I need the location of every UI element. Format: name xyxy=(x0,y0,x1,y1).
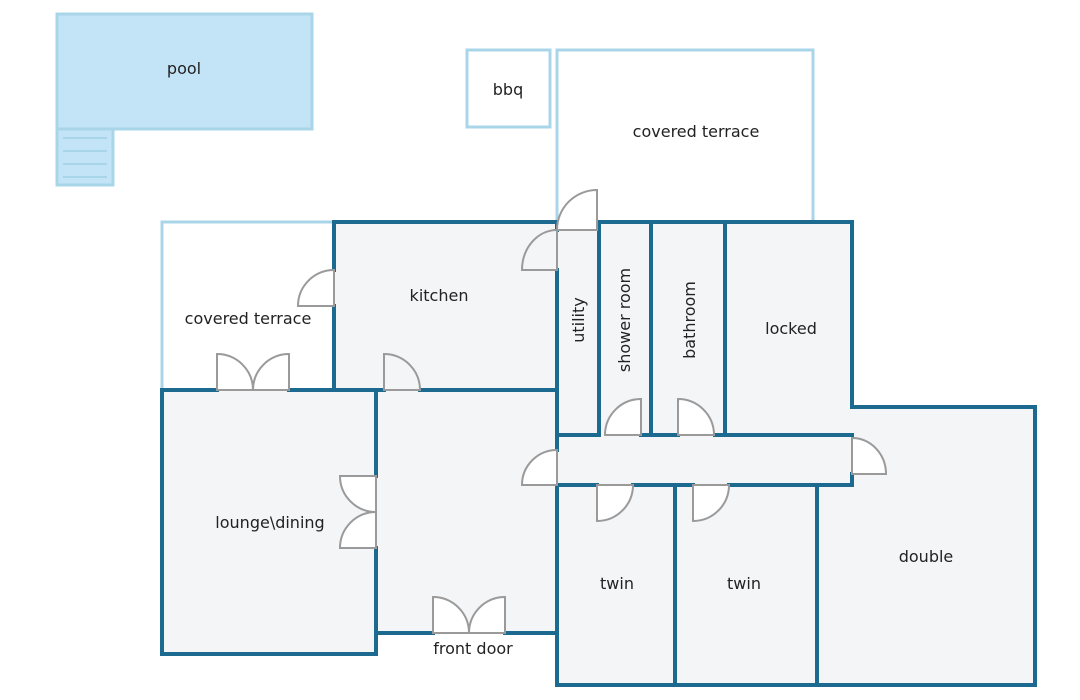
walls xyxy=(160,220,1037,687)
bbq xyxy=(465,48,552,129)
covered-terrace-top xyxy=(555,48,815,222)
label-covered-terrace-left: covered terrace xyxy=(185,309,312,328)
door-kitchen-hall xyxy=(383,352,422,391)
door-kitchen-terrace xyxy=(296,268,335,307)
label-front-door: front door xyxy=(433,639,513,658)
door-bathroom xyxy=(677,397,716,436)
door-lounge-hall-bottom xyxy=(338,510,377,549)
door-lounge-terrace-left xyxy=(216,352,255,391)
door-utility-terrace-inner xyxy=(520,228,558,271)
label-shower-room: shower room xyxy=(615,268,634,372)
label-bbq: bbq xyxy=(493,80,523,99)
label-twin-1: twin xyxy=(600,574,634,593)
door-twin-2 xyxy=(692,484,731,523)
label-locked: locked xyxy=(765,319,817,338)
label-double: double xyxy=(899,547,954,566)
door-swings xyxy=(216,188,888,634)
door-double xyxy=(851,436,888,475)
covered-terrace-left xyxy=(160,220,334,390)
door-front-right xyxy=(467,595,506,634)
door-shower-room xyxy=(603,397,642,436)
door-corridor-hall xyxy=(520,448,558,486)
label-lounge-dining: lounge\dining xyxy=(215,513,324,532)
label-covered-terrace-top: covered terrace xyxy=(633,122,760,141)
pool-step-lines xyxy=(63,137,107,178)
pool xyxy=(55,12,314,131)
door-utility-terrace-outer xyxy=(555,188,598,231)
label-pool: pool xyxy=(167,59,201,78)
label-kitchen: kitchen xyxy=(410,286,469,305)
label-bathroom: bathroom xyxy=(680,281,699,359)
door-twin-1 xyxy=(596,484,635,523)
label-twin-2: twin xyxy=(727,574,761,593)
label-utility: utility xyxy=(569,297,588,343)
door-lounge-terrace-right xyxy=(251,352,290,391)
